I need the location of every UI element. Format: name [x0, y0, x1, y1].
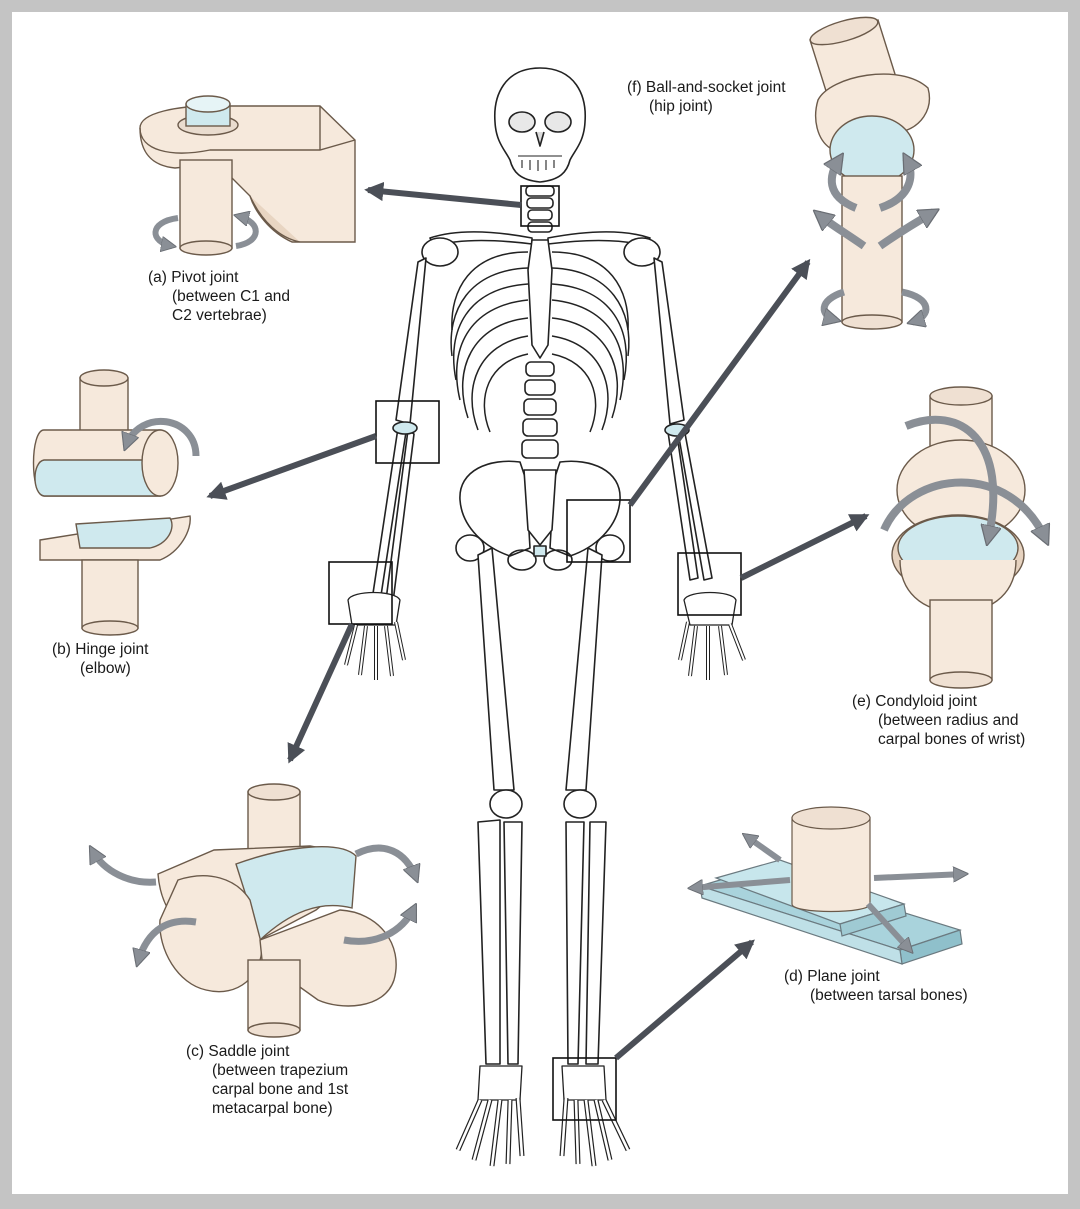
label-hinge-detail: (elbow)	[80, 660, 131, 677]
condyloid-joint-model	[880, 386, 1046, 689]
label-pivot-detail-2: C2 vertebrae)	[172, 307, 267, 324]
right-leg	[563, 534, 625, 1065]
pointer-arrow-icon	[287, 622, 355, 764]
pointer-arrow-icon	[206, 433, 378, 500]
label-condyloid-title: (e) Condyloid joint	[852, 693, 977, 710]
label-saddle-joint: (c) Saddle joint (between trapezium carp…	[186, 1042, 348, 1118]
ball-and-socket-joint-model	[809, 16, 934, 330]
label-condyloid-detail-1: (between radius and	[878, 712, 1019, 729]
label-hinge-title: (b) Hinge joint	[52, 641, 149, 658]
label-plane-title: (d) Plane joint	[784, 968, 880, 985]
pivot-joint-model	[139, 95, 356, 256]
rotation-arrow-icon	[746, 836, 782, 863]
label-saddle-detail-3: metacarpal bone)	[212, 1100, 333, 1117]
pelvis	[459, 460, 621, 571]
pointer-arrow-icon	[364, 181, 522, 208]
rib-cage	[450, 251, 630, 433]
rotation-arrow-icon	[873, 874, 964, 878]
pointer-arrows	[206, 181, 870, 1061]
rotation-arrow-icon	[152, 215, 179, 246]
label-ball-socket-detail: (hip joint)	[649, 98, 713, 115]
rotation-arrow-icon	[126, 417, 200, 457]
label-saddle-detail-1: (between trapezium	[212, 1062, 349, 1079]
label-condyloid-detail-2: carpal bones of wrist)	[878, 731, 1026, 748]
right-foot	[559, 1065, 631, 1167]
pointer-arrow-icon	[614, 939, 755, 1061]
plane-joint-model	[692, 806, 964, 965]
label-condyloid-joint: (e) Condyloid joint (between radius and …	[852, 692, 1025, 749]
hinge-joint-model	[32, 369, 200, 636]
rotation-arrow-icon	[692, 877, 791, 888]
elbow-detail-box	[375, 400, 440, 464]
label-plane-detail: (between tarsal bones)	[810, 987, 968, 1004]
label-pivot-detail-1: (between C1 and	[172, 288, 291, 305]
label-pivot-joint: (a) Pivot joint (between C1 and C2 verte…	[148, 268, 290, 325]
label-ball-and-socket-joint: (f) Ball-and-socket joint (hip joint)	[627, 78, 786, 116]
left-leg	[455, 534, 523, 1065]
rotation-arrow-icon	[820, 288, 846, 320]
ankle-detail-box	[552, 1057, 617, 1121]
hip-detail-box	[566, 499, 631, 563]
rotation-arrow-icon	[354, 844, 416, 878]
saddle-joint-model	[92, 783, 418, 1038]
rotation-arrow-icon	[832, 158, 858, 212]
pointer-arrow-icon	[627, 258, 811, 507]
label-plane-joint: (d) Plane joint (between tarsal bones)	[784, 967, 968, 1005]
rotation-arrow-icon	[904, 415, 993, 540]
thumb-detail-box	[328, 561, 393, 625]
label-saddle-title: (c) Saddle joint	[186, 1043, 290, 1060]
cervical-spine	[525, 185, 555, 233]
rotation-arrow-icon	[877, 212, 934, 250]
right-hand	[678, 591, 746, 680]
rotation-arrow-icon	[901, 288, 930, 322]
rotation-arrow-icon	[818, 214, 867, 250]
detail-boxes	[328, 185, 742, 1121]
label-pivot-title: (a) Pivot joint	[148, 269, 239, 286]
lumbar-spine	[521, 361, 559, 459]
right-arm	[653, 257, 713, 581]
label-ball-socket-title: (f) Ball-and-socket joint	[627, 79, 786, 96]
pointer-arrow-icon	[739, 513, 870, 581]
left-foot	[455, 1065, 525, 1167]
left-hand	[344, 591, 406, 680]
label-hinge-joint: (b) Hinge joint (elbow)	[52, 640, 149, 678]
left-arm	[371, 257, 427, 603]
human-skeleton	[344, 67, 746, 1167]
rotation-arrow-icon	[880, 478, 1046, 541]
skull	[494, 67, 586, 183]
rotation-arrow-icon	[865, 901, 910, 950]
rotation-arrow-icon	[138, 917, 197, 962]
rotation-arrow-icon	[878, 158, 910, 212]
rotation-arrow-icon	[343, 908, 418, 945]
label-saddle-detail-2: carpal bone and 1st	[212, 1081, 349, 1098]
neck-detail-box	[520, 185, 560, 227]
rotation-arrow-icon	[92, 850, 157, 886]
rotation-arrow-icon	[236, 216, 259, 249]
wrist-detail-box	[677, 552, 742, 616]
